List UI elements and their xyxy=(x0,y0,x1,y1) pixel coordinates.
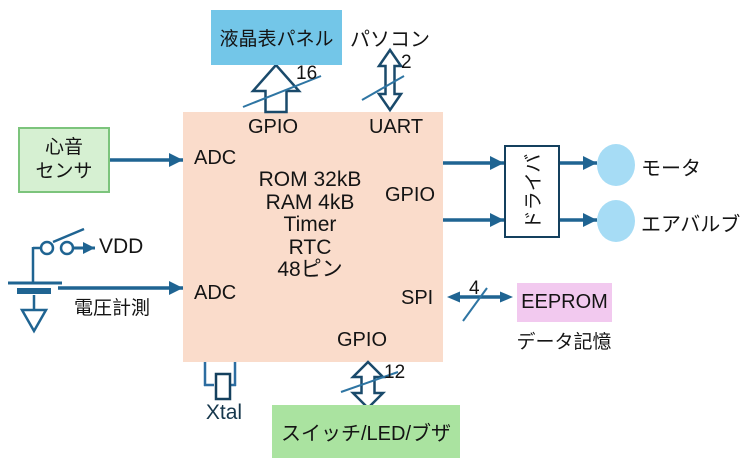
driver-box: ドライバ xyxy=(504,145,560,238)
bus-arrow-uart-pc xyxy=(376,47,404,113)
eeprom-label: EEPROM xyxy=(521,291,608,313)
lcd-panel-box: 液晶表パネル xyxy=(211,10,342,65)
eeprom-caption: データ記憶 xyxy=(516,332,612,353)
bus-width-12: 12 xyxy=(384,362,406,383)
bus-width-16: 16 xyxy=(296,63,318,84)
bus-width-slash-12 xyxy=(340,371,399,393)
mcu-port-gpio-right: GPIO xyxy=(385,184,436,206)
mcu-block xyxy=(183,112,443,362)
air-valve-label: エアバルブ xyxy=(641,214,741,236)
vdd-label: VDD xyxy=(99,235,144,258)
mcu-spec-rtc: RTC xyxy=(288,235,332,259)
motor-label: モータ xyxy=(641,158,701,180)
pc-label: パソコン xyxy=(350,29,430,51)
mcu-port-adc2: ADC xyxy=(194,282,237,304)
motor-node xyxy=(597,144,635,186)
mcu-port-gpio-top: GPIO xyxy=(247,116,298,138)
lcd-panel-label: 液晶表パネル xyxy=(219,29,334,50)
driver-label: ドライバ xyxy=(523,153,545,230)
bus-width-4: 4 xyxy=(469,278,480,299)
mcu-port-gpio-bottom: GPIO xyxy=(336,329,387,351)
bus-width-2: 2 xyxy=(401,52,412,73)
eeprom-box: EEPROM xyxy=(517,283,612,322)
bus-width-slash-2 xyxy=(361,75,405,101)
battery-icon xyxy=(8,281,62,310)
mcu-port-uart: UART xyxy=(368,116,424,138)
mcu-spec-timer: Timer xyxy=(283,213,337,236)
switches-led-buzzer-label: スイッチ/LED/ブザ xyxy=(280,423,452,445)
xtal-label: Xtal xyxy=(205,401,243,424)
crystal-icon xyxy=(203,362,237,401)
mcu-spec-rom: ROM 32kB xyxy=(258,168,362,191)
heart-sensor-box: 心音 センサ xyxy=(18,127,110,193)
mcu-specs: ROM 32kB RAM 4kB Timer RTC 48ピン xyxy=(228,168,392,282)
switches-led-buzzer-box: スイッチ/LED/ブザ xyxy=(272,405,460,458)
ground-icon xyxy=(19,308,49,334)
mcu-port-spi: SPI xyxy=(401,287,434,309)
valve-node xyxy=(597,200,635,242)
mcu-spec-ram: RAM 4kB xyxy=(265,190,355,214)
bus-arrow-gpio-switches xyxy=(349,360,387,410)
voltage-measure-label: 電圧計測 xyxy=(74,298,151,319)
power-switch-icon xyxy=(31,227,85,283)
heart-sensor-label: 心音 センサ xyxy=(35,137,93,182)
bus-width-slash-4 xyxy=(462,287,488,322)
bus-width-slash-16 xyxy=(242,75,322,108)
mcu-port-adc1: ADC xyxy=(194,147,237,169)
mcu-spec-pins: 48ピン xyxy=(277,258,343,281)
bus-arrow-gpio-lcd xyxy=(250,63,302,114)
